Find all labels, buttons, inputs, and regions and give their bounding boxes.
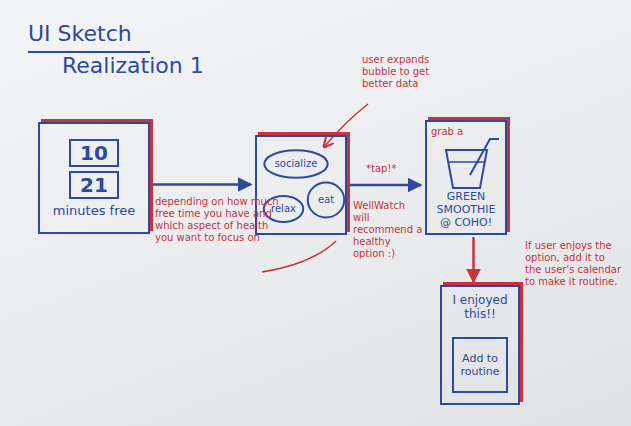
flow-arrow	[350, 184, 421, 187]
option-bubble: socialize	[263, 149, 329, 179]
edge-label: depending on how much free time you have…	[155, 196, 280, 244]
annotation-note: WellWatch will recommend a healthy optio…	[353, 200, 423, 260]
annotation-note: If user enjoys the option, add it to the…	[525, 240, 623, 288]
option-bubble: eat	[307, 181, 345, 219]
node-text: minutes free	[53, 203, 135, 218]
node-text: 10	[69, 139, 119, 167]
screen-box: I enjoyed this!! Add to routine	[440, 285, 520, 405]
flow-arrow	[472, 237, 475, 282]
edge-label: *tap!*	[366, 163, 414, 175]
node-text: GREEN SMOOTHIE @ COHO!	[431, 190, 501, 229]
node-text: 21	[69, 171, 119, 199]
smoothie-glass	[446, 139, 499, 188]
leader-line	[262, 241, 336, 272]
button-box: Add to routine	[452, 337, 508, 393]
node-text: I enjoyed this!!	[446, 293, 514, 321]
screen-box: grab a GREEN SMOOTHIE @ COHO!	[425, 120, 507, 235]
screen-box: 10 21 minutes free	[38, 122, 150, 234]
node-text: grab a	[431, 126, 463, 137]
node-text: socialize	[275, 158, 318, 170]
flow-arrow	[153, 183, 251, 186]
sketch-title: UI Sketch Realization 1	[28, 18, 258, 82]
node-text: Add to routine	[458, 352, 502, 378]
screen-box: socializeeatrelax	[255, 135, 347, 235]
title-underline	[28, 51, 150, 53]
node-text: eat	[318, 194, 334, 206]
annotation-note: user expands bubble to get better data	[362, 54, 444, 90]
